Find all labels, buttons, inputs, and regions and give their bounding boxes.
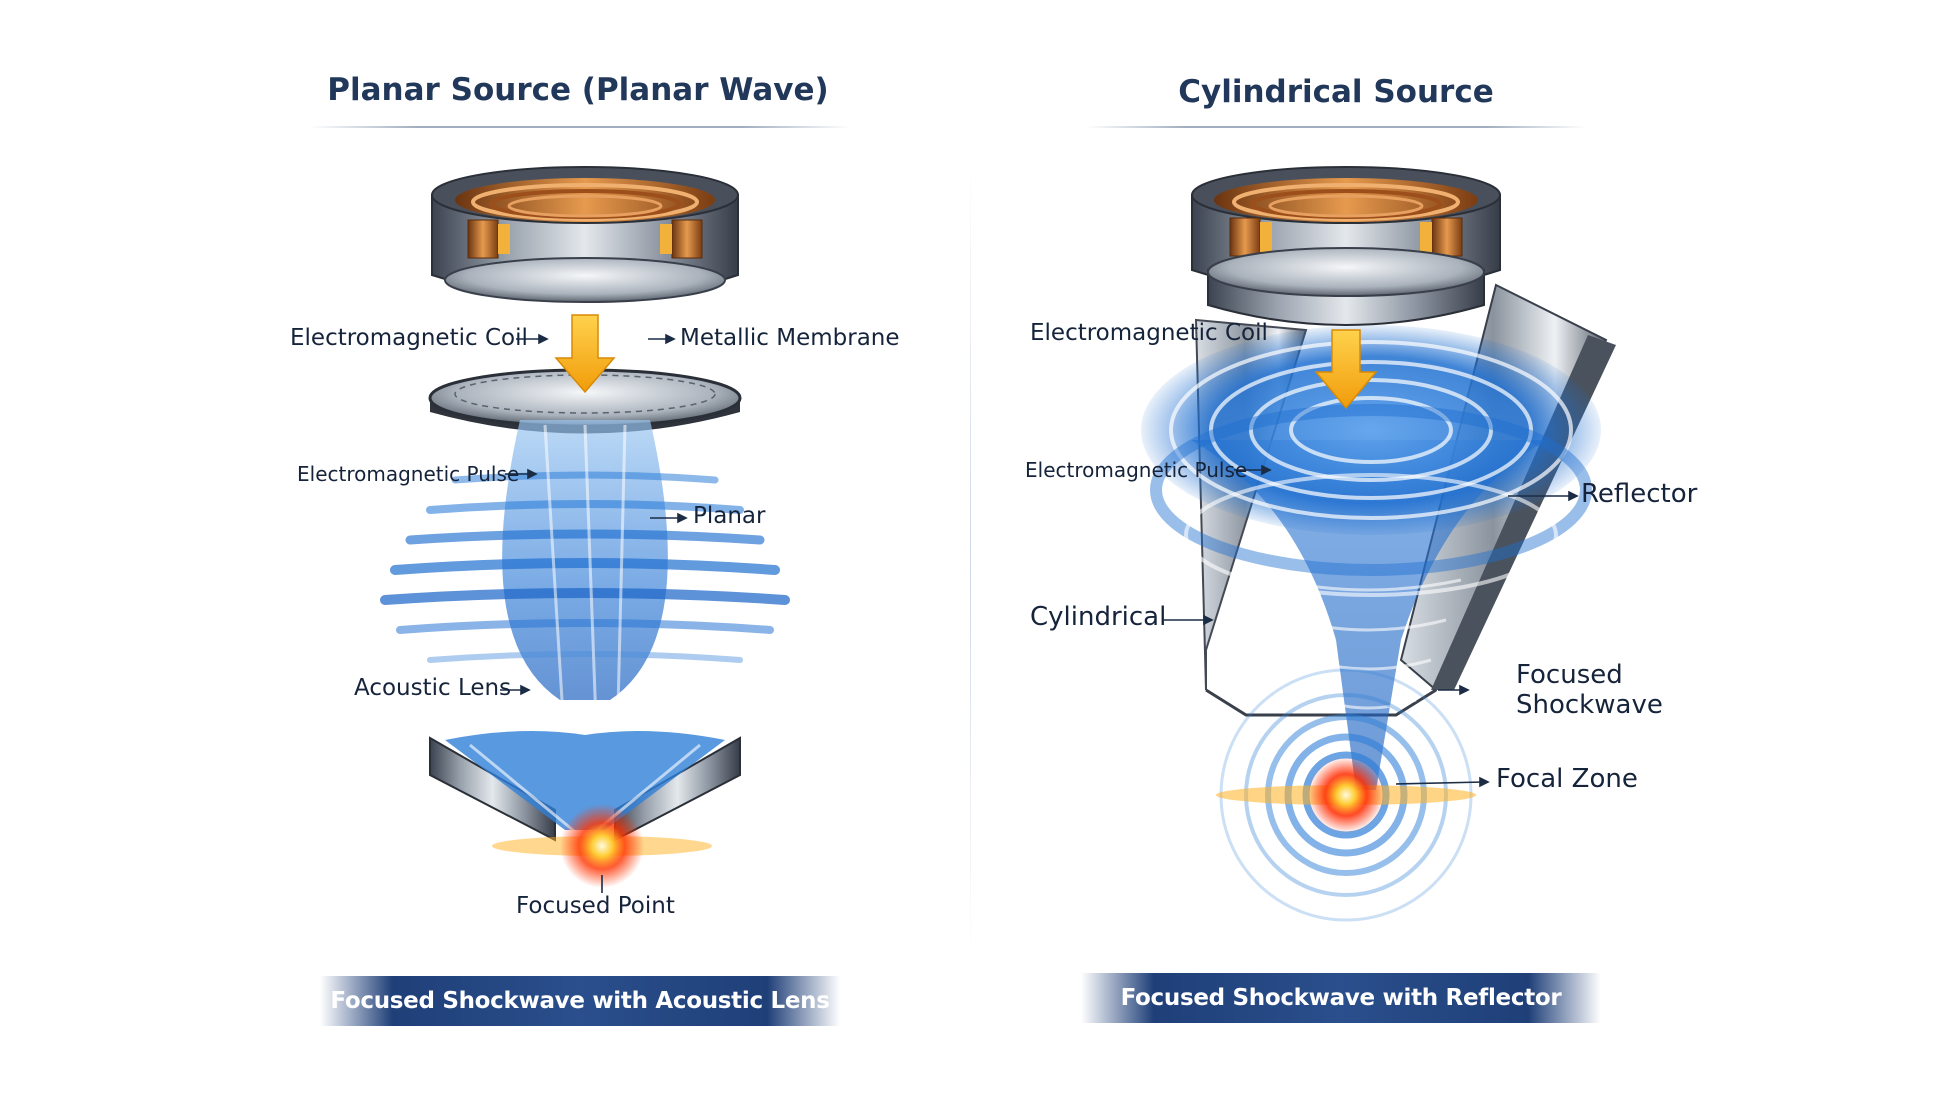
metallic-membrane-label: Metallic Membrane [680, 325, 900, 351]
electromagnetic-coil-label: Electromagnetic Coil [290, 325, 528, 351]
electromagnetic-coil-housing [431, 166, 739, 303]
cylindrical-source-panel: Cylindrical Source Electromagnetic Coil … [976, 0, 1951, 1098]
electromagnetic-pulse-label: Electromagnetic Pulse [1025, 458, 1248, 482]
cone-arcs [1275, 578, 1462, 710]
cylindrical-label: Cylindrical [1030, 602, 1167, 632]
pulse-direction-arrow-icon [1314, 329, 1378, 410]
right-leader-arrows [1162, 464, 1579, 788]
cylindrical-focus-cone [1191, 440, 1546, 790]
cylindrical-source-title: Cylindrical Source [1178, 74, 1494, 110]
acoustic-lens-label: Acoustic Lens [354, 675, 512, 701]
focused-point-label: Focused Point [516, 893, 675, 919]
electromagnetic-pulse-label: Electromagnetic Pulse [297, 462, 520, 486]
focused-shockwave-label-line2: Shockwave [1516, 690, 1663, 720]
electromagnetic-coil-housing [1191, 166, 1501, 326]
cylindrical-title-rule [1086, 126, 1586, 128]
left-leader-arrows [500, 333, 688, 893]
pulse-direction-arrow-icon [554, 314, 616, 394]
focal-zone-label: Focal Zone [1496, 764, 1638, 794]
cylindrical-source-illustration [1141, 166, 1616, 922]
planar-title-rule [310, 126, 850, 128]
acoustic-lens [429, 731, 741, 842]
focal-zone-glow [1308, 757, 1384, 833]
planar-wavefronts [380, 471, 790, 663]
planar-source-illustration [380, 166, 790, 893]
reflector-banner: Focused Shockwave with Reflector [1081, 973, 1601, 1023]
panel-divider [970, 160, 971, 960]
cylindrical-wave-ripples [1141, 325, 1601, 597]
electromagnetic-coil-label: Electromagnetic Coil [1030, 320, 1268, 346]
planar-source-title: Planar Source (Planar Wave) [327, 72, 829, 108]
focused-shockwave-label-line1: Focused [1516, 660, 1623, 690]
reflector-label: Reflector [1581, 479, 1698, 509]
planar-label: Planar [693, 503, 766, 529]
focused-point-glow [560, 804, 644, 888]
planar-source-panel: Planar Source (Planar Wave) Electromagne… [0, 0, 975, 1098]
acoustic-lens-banner: Focused Shockwave with Acoustic Lens [320, 976, 840, 1026]
